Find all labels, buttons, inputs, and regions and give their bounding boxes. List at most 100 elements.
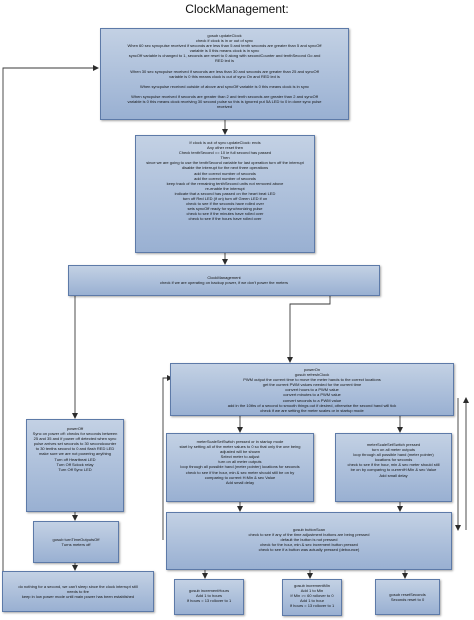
box-text-line: syncOff variable is changed to 1, second… <box>128 53 321 59</box>
box-text-line: keep in low power mode until main power … <box>21 594 135 600</box>
meter-scale-left-box: meterScaleSetSwitch pressed or in startu… <box>166 433 314 502</box>
box-text-line: meterScaleSetSwitch pressed or in startu… <box>196 439 284 444</box>
box-text-line: PWM output the current time to move the … <box>243 377 381 383</box>
box-text-line: comparing to current H:Min & sec Value <box>204 474 276 480</box>
backup-power-text: do nothing for a second, we can't sleep … <box>6 584 150 599</box>
box-text-line: Turn Off Sync LED <box>58 466 92 472</box>
box-text-line: Turns meters off <box>61 542 91 548</box>
box-text-line: turn off Red LED (if on) turn off Green … <box>182 196 268 202</box>
box-text-line: variable is 0 this means clock is in syn… <box>189 48 260 54</box>
box-text-line: gosub incrementHours <box>188 588 230 593</box>
box-text-line: Turn Off Sclock relay <box>56 461 94 467</box>
box-text-line: Check tenthSecond == 10 ie full second h… <box>178 150 272 156</box>
box-text-line: check to see if the hour, min & sec mete… <box>185 469 295 475</box>
connector-buttonscan-loop <box>162 375 173 540</box>
box-text-line: pulse arrives set seconds to 30 secondco… <box>33 441 117 447</box>
box-text-line: variable is 0 this means clock receiving… <box>127 99 322 105</box>
box-text-line: Add 1 to hour <box>299 598 325 604</box>
box-text-line: RED led is <box>215 58 234 64</box>
box-text-line: check if clock is in or out of sync <box>195 38 254 44</box>
box-text-line: When 30 sec syncpulse received if second… <box>130 68 319 74</box>
box-text-line: turn on all meter outputs <box>218 459 262 465</box>
box-text-line: Select meter to adjust <box>220 454 260 460</box>
box-text-line: variable is 0 this means clock is out of… <box>169 73 280 79</box>
meter-scale-left-text: meterScaleSetSwitch pressed or in startu… <box>170 439 310 485</box>
box-text-line: convert minutes to a PWM value <box>283 392 341 398</box>
box-text-line: If hours = 13 rollover to 1 <box>289 603 335 609</box>
box-text-line: gosub turnTimeOutputsOff <box>52 537 100 542</box>
box-text-line: When syncpulse received outside of above… <box>139 83 310 89</box>
box-text-line: check to see if the minutes have rolled … <box>186 211 264 217</box>
box-text-line: needs to fire <box>66 589 89 595</box>
box-text-line: 25 and 35 and if power off detected when… <box>33 436 117 442</box>
box-text-line: keep track of the remaining tenthSecond … <box>166 180 284 186</box>
box-text-line: Add small delay <box>379 472 408 478</box>
box-text-line: Turn off Heartbeat LED <box>54 456 96 462</box>
box-text-line: check if we are setting the meter scales… <box>260 407 364 413</box>
box-text-line: Sync on power off: checks for seconds be… <box>32 431 118 437</box>
box-text-line: convert hours to a PWM value <box>285 387 339 393</box>
box-text-line: make sure we are not powering anything <box>38 451 112 457</box>
box-text-line: check to see if any of the time adjustme… <box>248 532 370 538</box>
box-text-line: sets syncOff ready for synchronizing pul… <box>187 206 263 212</box>
box-text-line: powerOn <box>303 367 321 372</box>
box-text-line: Any other reset then <box>206 145 244 151</box>
box-text-line: locations for seconds <box>374 457 413 463</box>
box-text-line: get the current PWM values needed for th… <box>262 382 362 388</box>
box-text-line: Add 1 to Min <box>300 588 324 594</box>
box-text-line: check to see if a button was actually pr… <box>258 547 360 553</box>
box-text-line: When 60 sec syncpulse received if second… <box>127 43 322 49</box>
box-text-line: do nothing for a second, we can't sleep … <box>18 584 138 589</box>
box-text-line: check to see if the seconds have rolled … <box>186 201 264 207</box>
box-text-line: gosub updateClock <box>207 33 242 38</box>
box-text-line: meterScaleSetSwitch pressed <box>366 442 421 447</box>
box-text-line: add the correct number of seconds <box>194 175 256 181</box>
box-text-line: gosub resetSeconds <box>389 592 426 597</box>
box-text-line: If hours = 13 rollover to 1 <box>186 598 232 604</box>
box-text-line: If Min >= 60 rollover to 0 <box>290 593 334 599</box>
box-text-line: be on by comparing to currentH:Min & sec… <box>350 467 437 473</box>
box-text-line: When syncpulse received if seconds are g… <box>131 94 318 100</box>
box-text-line: re-enable the interrupt <box>205 185 245 191</box>
connector-loop-back <box>2 65 99 590</box>
box-text-line: default the button is not pressed <box>280 537 338 543</box>
box-text-line: check to see if the hours have rolled ov… <box>188 216 262 222</box>
box-text-line: Then <box>220 155 230 161</box>
box-text-line: turn on all meter outputs <box>371 447 416 453</box>
box-text-line: start by setting all of the meter values… <box>179 444 301 450</box>
box-text-line: to 30 tenths second to 0 and flash RED L… <box>35 446 115 452</box>
box-text-line: add in the 10ths of a second to smooth t… <box>227 402 397 408</box>
box-text-line: If clock is out of sync updateClock: end… <box>189 140 261 145</box>
box-text-line: ClockManagement <box>207 275 241 280</box>
box-text-line: since we are going to use the tenthSecon… <box>146 160 304 166</box>
connector-clockmgmt-to-poweron <box>287 296 331 363</box>
box-text-line: disable the interrupt for the next three… <box>181 165 269 171</box>
box-text-line: gosub refreshClock <box>294 372 330 378</box>
box-text-line: powerOff <box>66 426 84 431</box>
out-of-sync-text: If clock is out of sync updateClock: end… <box>139 140 311 222</box>
box-text-line: check to see if the hour, min & sec mete… <box>347 462 440 468</box>
box-text-line: Add 1 to hours <box>195 593 223 599</box>
box-text-line: adjusted will be shown <box>219 449 261 455</box>
box-text-line: add the correct number of seconds <box>194 170 256 176</box>
backup-power-box: do nothing for a second, we can't sleep … <box>2 571 154 612</box>
box-text-line: Add small delay <box>225 479 255 485</box>
